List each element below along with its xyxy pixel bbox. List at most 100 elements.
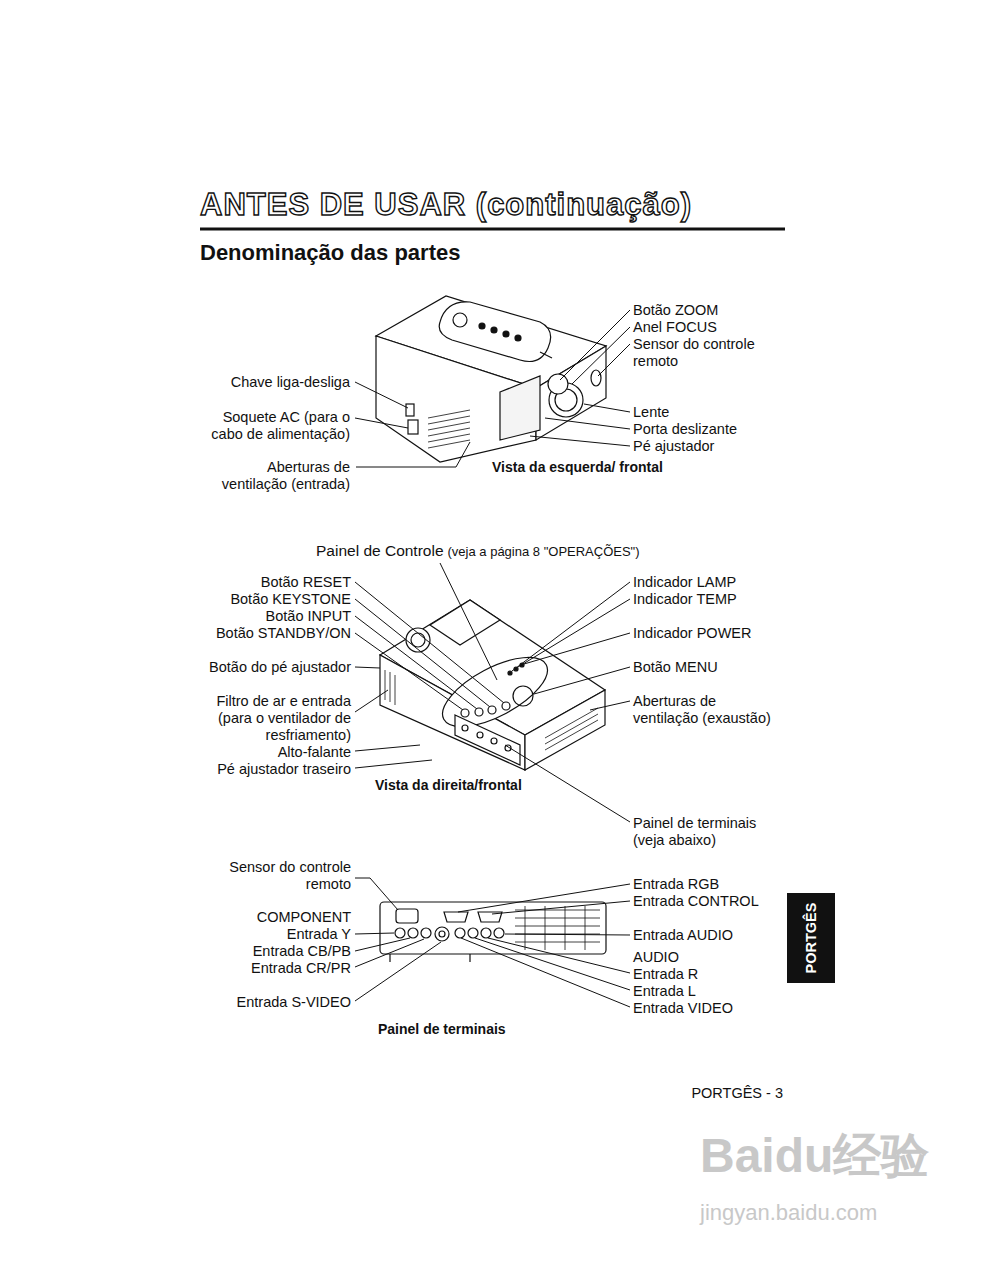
projector-left-front	[428, 410, 470, 448]
section-heading: Denominação das partes	[200, 240, 460, 266]
callout-label: Entrada CR/PR	[251, 960, 351, 977]
terminal-panel	[408, 928, 418, 938]
leader-lines	[524, 633, 630, 664]
leader-lines	[505, 934, 630, 935]
callout-label: Porta deslizante	[633, 421, 737, 438]
callout-label: AUDIO	[633, 949, 679, 966]
projector-right-front	[433, 644, 558, 741]
projector-right-front	[390, 672, 391, 702]
projector-right-front	[430, 600, 500, 645]
leader-lines	[355, 599, 490, 707]
terminal-panel	[469, 954, 470, 962]
leader-lines	[355, 382, 408, 408]
terminal-panel	[435, 927, 449, 941]
callout-label: Pé ajustador traseiro	[217, 761, 351, 778]
callout-label: Botão INPUT	[266, 608, 351, 625]
projector-left-front	[536, 346, 606, 440]
leader-lines	[505, 745, 630, 822]
callout-label: Botão ZOOM	[633, 302, 718, 319]
terminal-panel	[380, 902, 606, 962]
leader-lines	[458, 884, 630, 912]
projector-left-front	[439, 302, 550, 362]
projector-right-front	[380, 600, 605, 770]
projector-right-front	[491, 738, 497, 744]
projector-right-front	[545, 720, 598, 750]
projector-left-front	[479, 323, 485, 329]
projector-left-front	[491, 327, 497, 333]
projector-right-front	[508, 671, 512, 675]
callout-label: Botão KEYSTONE	[230, 591, 351, 608]
callout-label: Botão STANDBY/ON	[216, 625, 351, 642]
leader-lines	[355, 633, 463, 710]
callout-label: Entrada VIDEO	[633, 1000, 733, 1017]
watermark: Baidu经验	[700, 1130, 929, 1182]
projector-right-front	[545, 708, 598, 738]
callout-label: Aberturas de ventilação (exaustão)	[633, 693, 783, 727]
leader-lines	[355, 563, 630, 822]
leader-lines	[355, 933, 394, 934]
terminal-panel	[395, 928, 405, 938]
callout-label: Entrada CONTROL	[633, 893, 759, 910]
callout-label: Painel de Controle	[316, 542, 444, 560]
leader-lines	[590, 701, 630, 710]
projector-left-front	[503, 331, 509, 337]
callout-label: Entrada L	[633, 983, 696, 1000]
callout-label: Botão RESET	[261, 574, 351, 591]
leader-lines	[355, 745, 420, 751]
leader-lines	[355, 942, 441, 1001]
terminal-panel	[444, 912, 468, 922]
projector-left-front	[453, 313, 467, 327]
callout-label: Anel FOCUS	[633, 319, 717, 336]
projector-left-front	[515, 335, 521, 341]
callout-label: Indicador TEMP	[633, 591, 737, 608]
terminal-panel	[481, 928, 491, 938]
callout-label: Sensor do controle remoto	[216, 859, 351, 893]
terminal-panel	[389, 954, 390, 962]
callout-label: Entrada S-VIDEO	[237, 994, 351, 1011]
callout-label: Chave liga-desliga	[231, 374, 350, 391]
callout-label: Painel de terminais (veja abaixo)	[633, 815, 773, 849]
projector-right-front	[488, 706, 496, 714]
projector-left-front	[540, 352, 552, 358]
leader-lines	[355, 760, 432, 768]
terminal-panel	[525, 906, 526, 950]
callout-label: Filtro de ar e entrada (para o ventilado…	[203, 693, 351, 744]
terminal-panel	[545, 906, 546, 950]
view-caption: Vista da direita/frontal	[375, 777, 522, 794]
projector-right-front	[477, 732, 483, 738]
projector-left-front	[548, 374, 568, 394]
leader-lines	[560, 310, 630, 380]
terminal-panel	[380, 902, 606, 954]
tab-text: PORTGÊS	[803, 903, 819, 974]
leader-lines	[355, 582, 504, 703]
terminal-panel	[515, 906, 600, 950]
projector-right-front	[461, 709, 469, 717]
leader-lines	[355, 878, 398, 910]
projector-left-front	[500, 376, 540, 440]
leader-lines	[598, 344, 630, 376]
leader-lines	[355, 690, 388, 712]
terminal-panel	[468, 928, 478, 938]
leader-lines	[492, 901, 630, 914]
terminal-panel	[396, 909, 418, 923]
callout-note: (veja a página 8 "OPERAÇÕES")	[448, 543, 640, 560]
title-rule	[200, 228, 785, 231]
projector-right-front	[502, 702, 510, 710]
leader-lines	[461, 938, 630, 1007]
callout-label: Entrada AUDIO	[633, 927, 733, 944]
leader-lines	[440, 563, 497, 680]
language-tab: PORTGÊS	[787, 893, 835, 983]
terminal-panel	[455, 928, 465, 938]
watermark: jingyan.baidu.com	[700, 1200, 877, 1226]
callout-label: Sensor do controle remoto	[633, 336, 768, 370]
leader-lines	[355, 310, 630, 467]
terminal-panel	[515, 918, 600, 919]
callout-label: Botão MENU	[633, 659, 718, 676]
leader-lines	[545, 418, 630, 429]
leader-lines	[584, 404, 630, 412]
callout-label: Soquete AC (para o cabo de alimentação)	[200, 409, 350, 443]
callout-label: Entrada Y	[287, 926, 351, 943]
projector-right-front	[385, 670, 386, 700]
callout-label: Indicador LAMP	[633, 574, 736, 591]
callout-label: Lente	[633, 404, 669, 421]
